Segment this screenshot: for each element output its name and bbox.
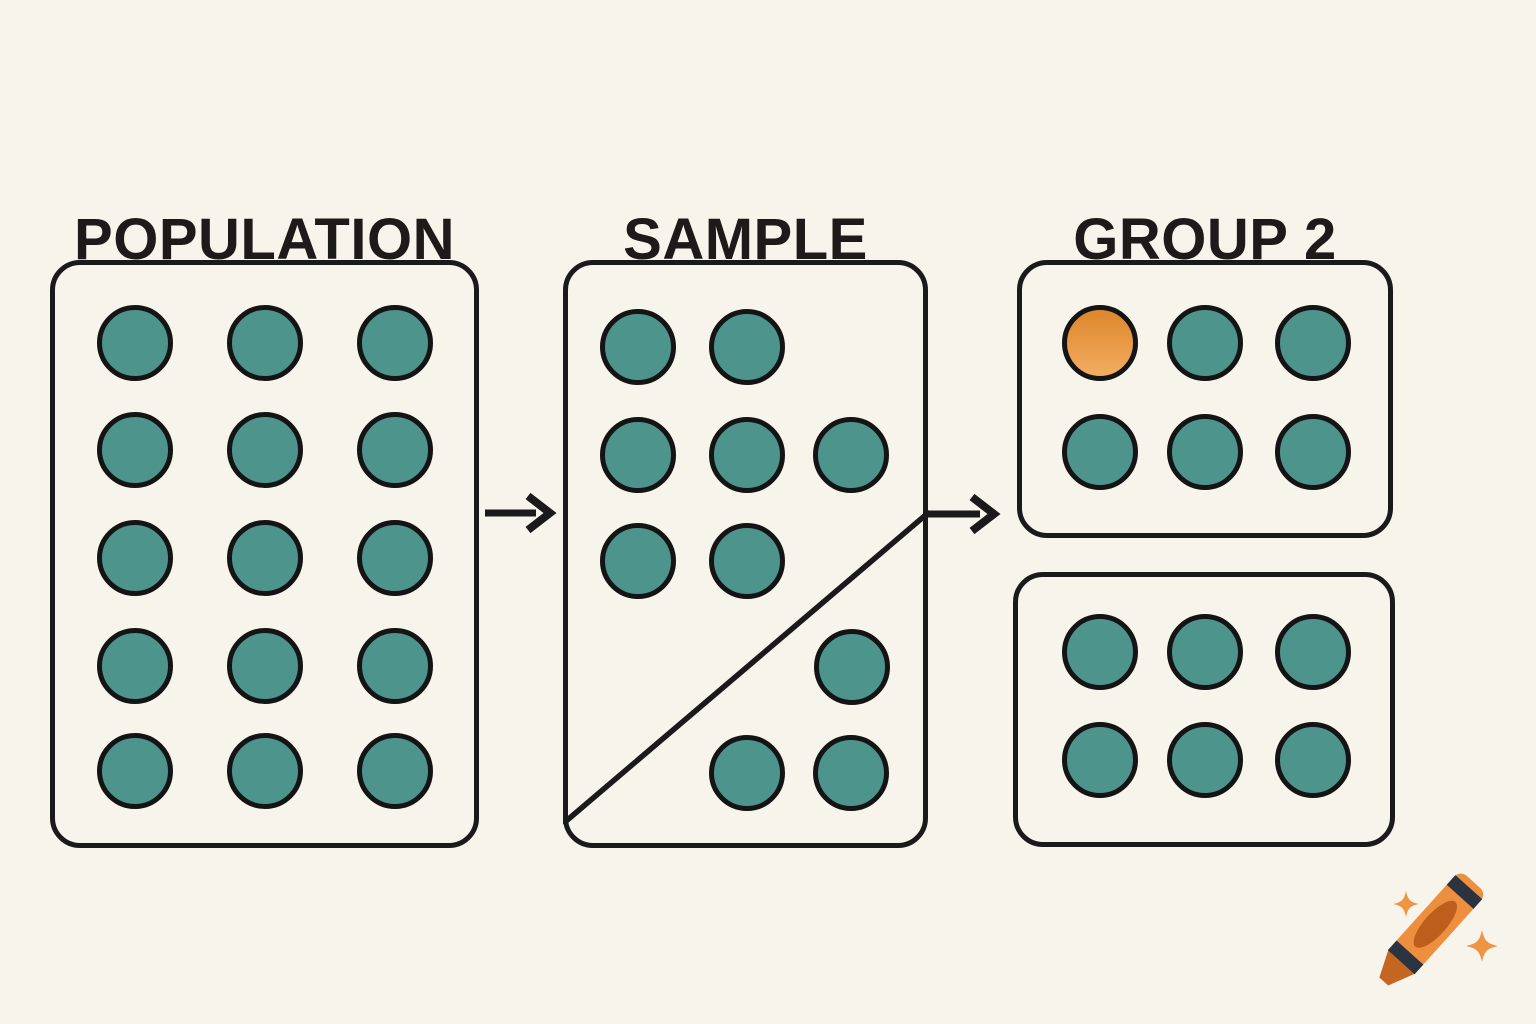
dot <box>357 520 433 596</box>
dot <box>1275 722 1351 798</box>
dot <box>357 412 433 488</box>
dot <box>357 305 433 381</box>
dot <box>1167 614 1243 690</box>
dot <box>1275 614 1351 690</box>
dot <box>1167 305 1243 381</box>
dot <box>709 309 785 385</box>
sample-box <box>563 260 931 848</box>
population-title: POPULATION <box>74 207 455 273</box>
group2-bottom-box <box>1013 572 1395 847</box>
dot <box>813 417 889 493</box>
dot <box>709 735 785 811</box>
group2-top-box <box>1017 260 1393 538</box>
dot <box>1275 305 1351 381</box>
sample-title: SAMPLE <box>623 207 868 273</box>
dot <box>227 628 303 704</box>
population-box <box>50 260 479 848</box>
dot <box>227 733 303 809</box>
group2-title: GROUP 2 <box>1073 207 1337 273</box>
highlighted-dot <box>1062 305 1138 381</box>
dot <box>1275 414 1351 490</box>
sparkle-icon <box>1393 891 1419 917</box>
dot <box>600 309 676 385</box>
dot <box>97 305 173 381</box>
dot <box>600 417 676 493</box>
arrow-population-to-sample-icon <box>485 492 557 534</box>
dot <box>1167 722 1243 798</box>
dot <box>709 417 785 493</box>
dot <box>97 733 173 809</box>
dot <box>227 412 303 488</box>
dot <box>357 733 433 809</box>
dot <box>1062 414 1138 490</box>
dot <box>1062 722 1138 798</box>
dot <box>357 628 433 704</box>
dot <box>814 629 890 705</box>
dot <box>1167 414 1243 490</box>
sparkle-icon <box>1466 930 1498 962</box>
dot <box>813 735 889 811</box>
dot <box>1062 614 1138 690</box>
crayon-icon <box>1379 873 1498 986</box>
dot <box>227 305 303 381</box>
dot <box>97 628 173 704</box>
dot <box>227 520 303 596</box>
dot <box>97 412 173 488</box>
arrow-sample-to-group2-icon <box>926 493 1001 535</box>
crayon-body-group <box>1379 873 1484 986</box>
dot <box>600 523 676 599</box>
dot <box>709 523 785 599</box>
dot <box>97 520 173 596</box>
